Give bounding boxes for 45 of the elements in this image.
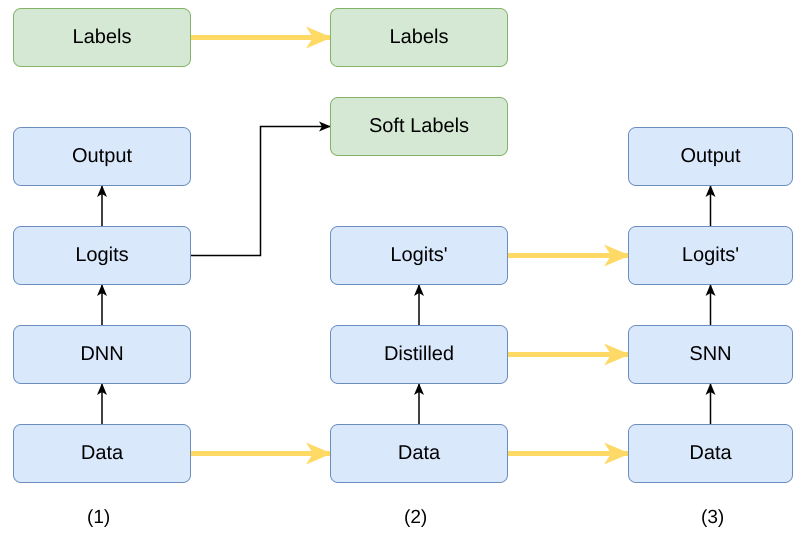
label-box	[13, 8, 191, 67]
process-box	[330, 226, 508, 285]
arrow	[706, 284, 716, 325]
process-box	[13, 226, 191, 285]
box-label: DNN	[80, 343, 124, 366]
arrow	[191, 26, 332, 48]
box-label: Logits'	[390, 244, 448, 267]
arrow	[508, 442, 630, 464]
box-label: Output	[72, 145, 132, 168]
box-label: Labels	[390, 26, 448, 49]
arrow	[706, 383, 716, 424]
panel-number: (3)	[701, 507, 724, 529]
process-box	[13, 325, 191, 384]
box-label: Data	[689, 442, 732, 465]
arrow	[508, 244, 630, 266]
box-label: Output	[680, 145, 741, 168]
box-label: SNN	[689, 343, 732, 366]
process-box	[628, 226, 793, 285]
box-label: Distilled	[384, 343, 454, 366]
box-label: Logits	[75, 244, 129, 267]
label-box	[330, 97, 508, 156]
process-box	[628, 325, 793, 384]
label-box	[330, 8, 508, 67]
box-label: Labels	[72, 26, 132, 49]
panel-number: (1)	[87, 507, 110, 529]
process-box	[330, 325, 508, 384]
process-box	[13, 127, 191, 186]
arrow	[191, 122, 331, 256]
arrow	[97, 284, 107, 325]
arrow	[508, 344, 630, 366]
box-label: Data	[398, 442, 440, 465]
box-label: Logits'	[682, 244, 740, 267]
process-box	[628, 127, 793, 186]
arrow	[97, 185, 107, 226]
process-box	[628, 424, 793, 483]
process-box	[13, 424, 191, 483]
arrow	[414, 383, 424, 424]
arrow	[191, 442, 332, 464]
process-box	[330, 424, 508, 483]
panel-number: (2)	[404, 507, 428, 529]
box-label: Data	[80, 442, 124, 465]
arrow	[414, 284, 424, 325]
arrow	[706, 185, 716, 226]
box-label: Soft Labels	[368, 115, 470, 138]
arrow	[97, 383, 107, 424]
